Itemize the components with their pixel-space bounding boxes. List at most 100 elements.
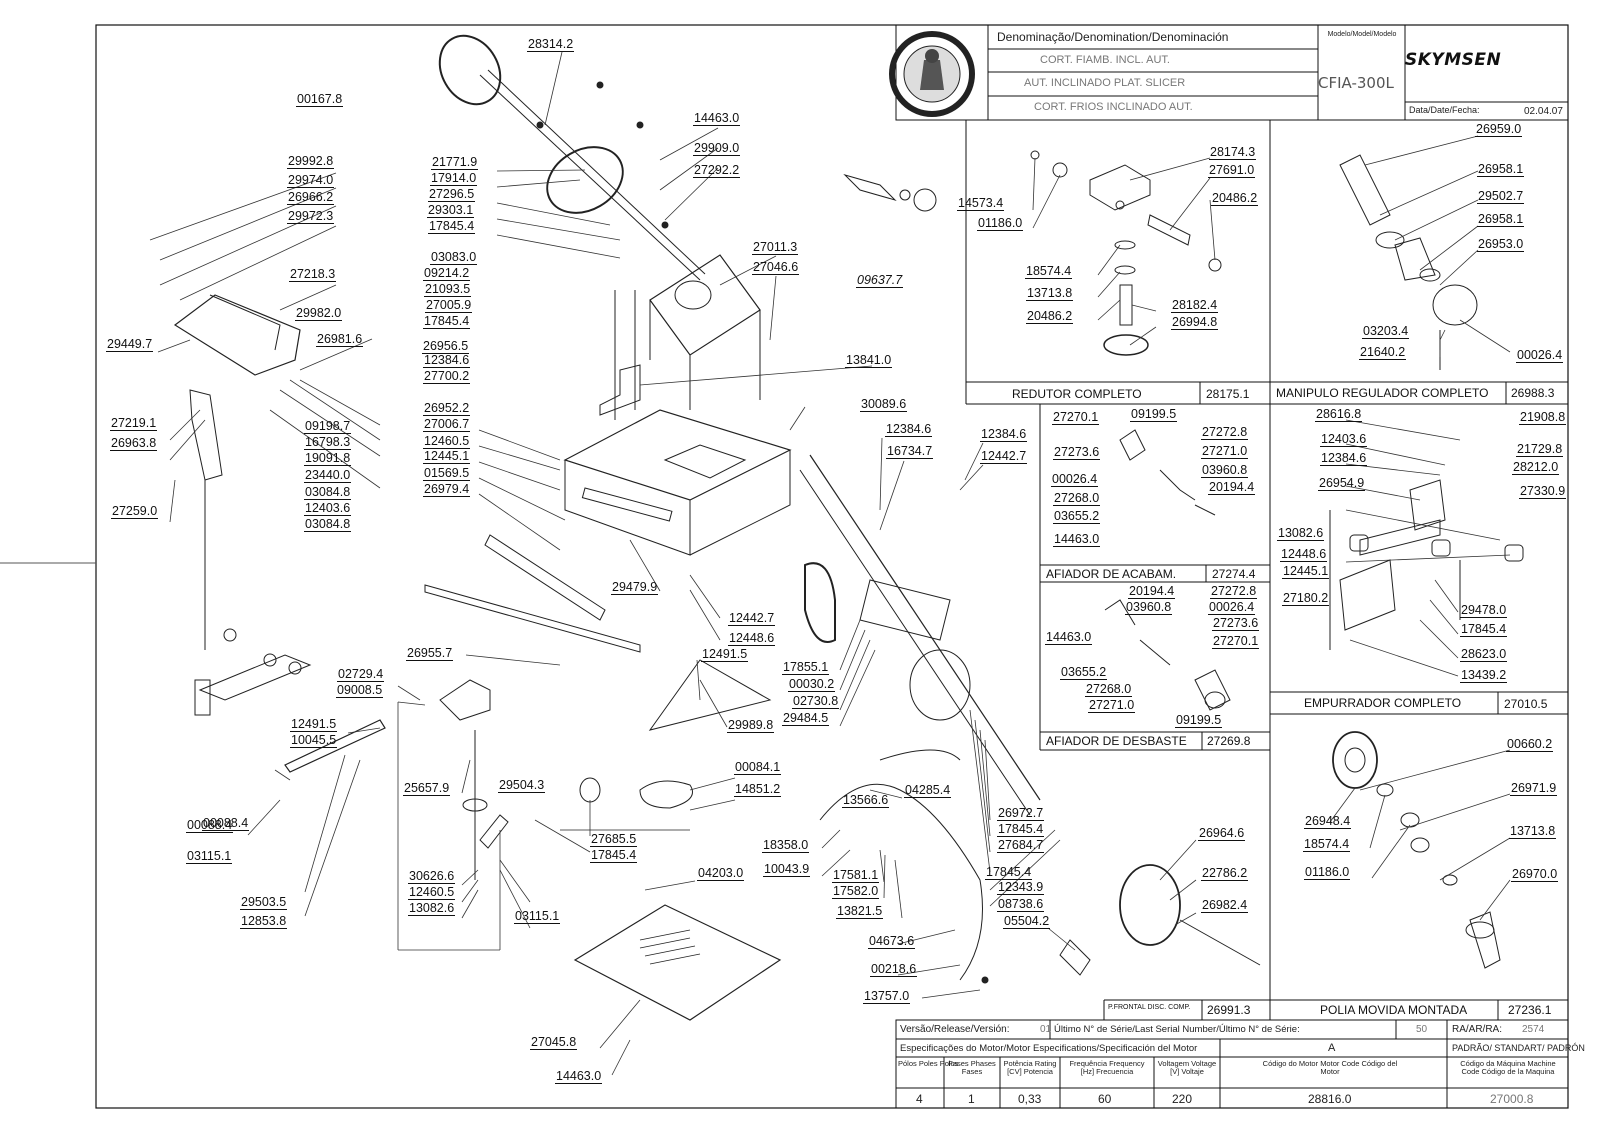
part-label: 03115.1 (186, 849, 233, 864)
part-label: 26964.6 (1198, 826, 1246, 841)
part-label: 12445.1 (1282, 564, 1330, 579)
col-machine-code: Código da Máquina Machine Code Código de… (1460, 1059, 1556, 1076)
part-label: 14463.0 (555, 1069, 603, 1084)
part-label: 27219.1 (110, 416, 158, 431)
part-label: 13082.6 (1277, 526, 1325, 541)
part-label: 25657.9 (403, 781, 451, 796)
part-label: 12384.6 (423, 353, 471, 368)
reductor-label: REDUTOR COMPLETO (1012, 387, 1142, 401)
part-label: 26971.9 (1510, 781, 1558, 796)
part-label: 26953.0 (1477, 237, 1525, 252)
part-label: 19091.8 (304, 451, 352, 466)
part-label: 00218.6 (870, 962, 918, 977)
part-label: 05504.2 (1003, 914, 1051, 929)
part-label: 28212.0 (1512, 460, 1560, 475)
part-label: 27006.7 (423, 417, 471, 432)
part-label: 12384.6 (980, 427, 1028, 442)
part-label: 12491.5 (701, 647, 749, 662)
part-label: 26958.1 (1477, 162, 1525, 177)
part-label: 03203.4 (1362, 324, 1410, 339)
part-label: 17581.1 (832, 868, 880, 883)
part-label: 18574.4 (1303, 837, 1351, 852)
poles-value: 4 (916, 1092, 923, 1106)
part-label: 17582.0 (832, 884, 880, 899)
sharpener-rough-label: AFIADOR DE DESBASTE (1046, 734, 1187, 748)
part-label: 26955.7 (406, 646, 454, 661)
part-label: 08738.6 (997, 897, 1045, 912)
part-label: 27271.0 (1201, 444, 1249, 459)
part-label: 03084.8 (304, 517, 352, 532)
part-label: 29484.5 (782, 711, 830, 726)
part-label: 20486.2 (1211, 191, 1259, 206)
front-cover-label: P.FRONTAL DISC. COMP. (1108, 1004, 1191, 1011)
part-label: 17845.4 (997, 822, 1045, 837)
part-label: 17845.4 (985, 865, 1033, 880)
part-label: 21729.8 (1516, 442, 1564, 457)
part-label: 28182.4 (1171, 298, 1219, 313)
ra-value: 2574 (1522, 1024, 1545, 1035)
part-label: 22786.2 (1201, 866, 1249, 881)
part-label: 27292.2 (693, 163, 741, 178)
model-header: Modelo/Model/Modelo (1327, 31, 1397, 38)
part-label: 21908.8 (1519, 410, 1567, 425)
part-label: 29503.5 (240, 895, 288, 910)
part-label: 21093.5 (424, 282, 472, 297)
name-en: AUT. INCLINADO PLAT. SLICER (1024, 77, 1186, 89)
sharpener-finish-code: 27274.4 (1212, 567, 1256, 581)
part-label: 29974.0 (287, 173, 335, 188)
part-label: 27270.1 (1212, 634, 1260, 649)
part-label: 00026.4 (1516, 348, 1564, 363)
part-label: 27268.0 (1053, 491, 1101, 506)
part-label: 09198.7 (304, 419, 352, 434)
part-label: 28174.3 (1209, 145, 1257, 160)
part-label: 27011.3 (752, 240, 799, 255)
part-label: 20486.2 (1026, 309, 1074, 324)
part-label: 12442.7 (728, 611, 776, 626)
part-label: 27005.9 (425, 298, 473, 313)
part-label: 27046.6 (752, 260, 800, 275)
part-label: 13566.6 (842, 793, 890, 808)
part-label: 09008.5 (336, 683, 384, 698)
part-label: 29504.3 (498, 778, 546, 793)
ra-label: RA/AR/RA: (1452, 1024, 1503, 1035)
part-label: 27273.6 (1212, 616, 1260, 631)
part-label: 02729.4 (337, 667, 385, 682)
part-label: 13713.8 (1026, 286, 1074, 301)
handle-code: 26988.3 (1511, 386, 1555, 400)
part-label: 26970.0 (1511, 867, 1559, 882)
part-label: 00167.8 (296, 92, 344, 107)
part-label: 12403.6 (1320, 432, 1368, 447)
motor-spec-label: Especificações do Motor/Motor Especifica… (900, 1043, 1198, 1054)
part-label: 12853.8 (240, 914, 288, 929)
part-label: 27700.2 (423, 369, 471, 384)
part-label: 17845.4 (428, 219, 476, 234)
part-label: 00088.4 (186, 818, 234, 833)
part-label: 29479.9 (611, 580, 659, 595)
model-number: CFIA-300L (1318, 74, 1394, 92)
part-label: 01186.0 (977, 216, 1024, 231)
part-label: 17914.0 (430, 171, 478, 186)
part-label: 13082.6 (408, 901, 456, 916)
part-label: 03083.0 (430, 250, 478, 265)
part-label: 29478.0 (1460, 603, 1508, 618)
motor-letter: A (1328, 1042, 1336, 1054)
part-label: 00084.1 (734, 760, 782, 775)
part-label: 26954.9 (1318, 476, 1366, 491)
part-label: 12343.9 (997, 880, 1045, 895)
part-label: 00030.2 (788, 677, 836, 692)
part-label: 29502.7 (1477, 189, 1525, 204)
col-voltage: Voltagem Voltage [V] Voltaje (1157, 1059, 1217, 1076)
part-label: 14463.0 (1053, 532, 1101, 547)
part-label: 26963.8 (110, 436, 158, 451)
denomination-header: Denominação/Denomination/Denominación (997, 30, 1229, 44)
part-label: 26981.6 (316, 332, 364, 347)
pusher-label: EMPURRADOR COMPLETO (1304, 696, 1462, 710)
part-label: 12448.6 (728, 631, 776, 646)
front-cover-code: 26991.3 (1207, 1003, 1251, 1017)
sharpener-rough-code: 27269.8 (1207, 734, 1251, 748)
date-label: Data/Date/Fecha: (1409, 105, 1480, 115)
part-label: 12445.1 (423, 449, 471, 464)
part-label: 00660.2 (1506, 737, 1554, 752)
part-label: 27273.6 (1053, 445, 1101, 460)
